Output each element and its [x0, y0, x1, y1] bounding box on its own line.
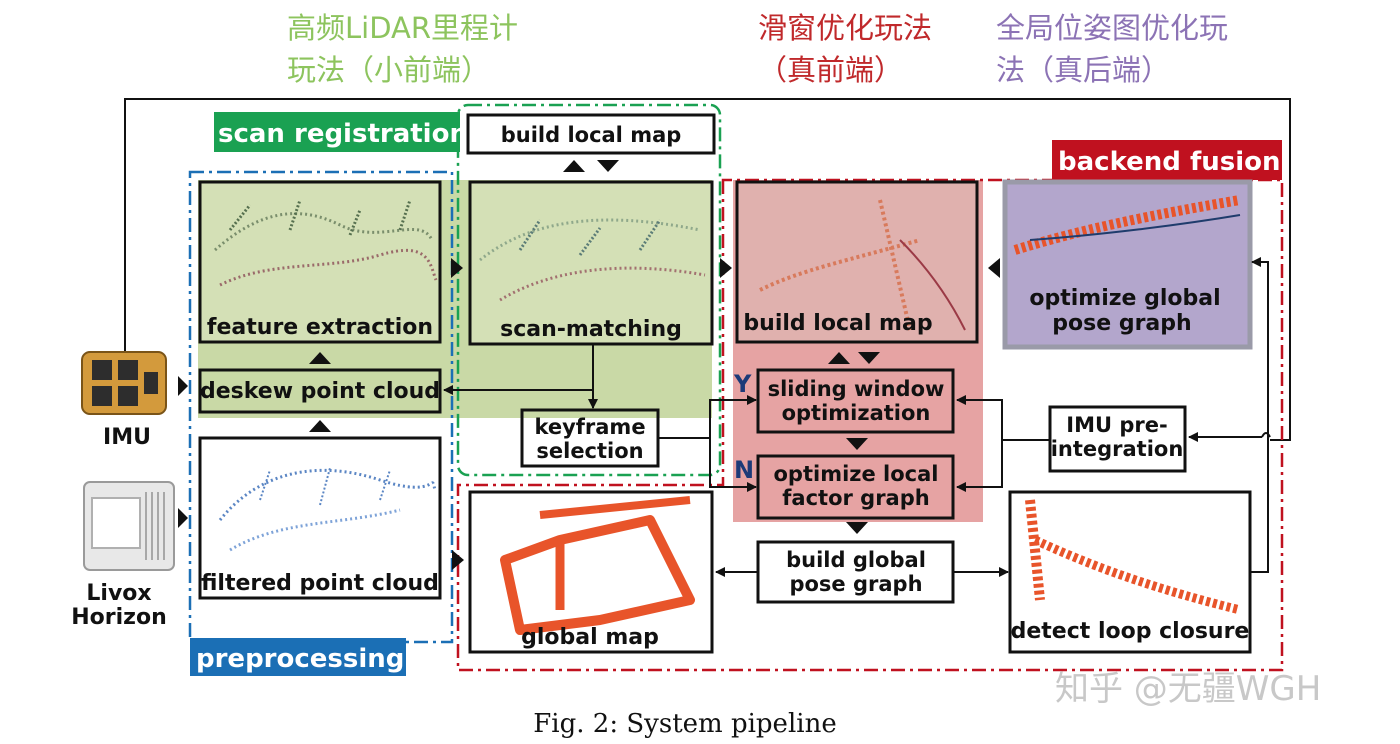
imu-to-local-arrow [956, 440, 1003, 492]
sliding-to-local-triangle [846, 438, 868, 450]
sliding-window-optimization-module: sliding window optimization [756, 368, 955, 434]
deskew-point-cloud-module: deskew point cloud [198, 368, 442, 414]
figure-caption: Fig. 2: System pipeline [533, 709, 836, 739]
imu-preintegration-module: IMU pre- integration [1048, 405, 1187, 473]
annotation-frontend-true-line2: （真前端） [758, 53, 903, 87]
backend-fusion-group-border [456, 178, 1284, 672]
local-to-global-pose-triangle [846, 522, 868, 534]
svg-text:build global: build global [786, 548, 926, 572]
svg-text:deskew point cloud: deskew point cloud [200, 379, 440, 404]
svg-text:detect loop closure: detect loop closure [1011, 619, 1250, 644]
svg-text:integration: integration [1051, 437, 1184, 461]
annotation-frontend-true-line1: 滑窗优化玩法 [758, 11, 932, 45]
svg-text:pose graph: pose graph [1052, 311, 1191, 336]
local-map-image [759, 199, 966, 331]
backend-fusion-title: backend fusion [1052, 140, 1282, 180]
scan-matching-image [479, 218, 706, 302]
global-pose-image [1013, 195, 1241, 255]
filtered-to-global-map-arrowhead [452, 550, 464, 570]
preprocessing-group-border [188, 170, 454, 644]
keyframe-to-local-arrow [709, 438, 757, 492]
svg-text:keyframe: keyframe [534, 415, 645, 439]
livox-label-line2: Horizon [71, 605, 167, 630]
svg-text:IMU pre-: IMU pre- [1066, 413, 1167, 437]
svg-text:selection: selection [536, 439, 643, 463]
detect-loop-closure-module: detect loop closure [1008, 490, 1252, 654]
build-global-pose-graph-module: build global pose graph [756, 540, 955, 604]
svg-text:sliding window: sliding window [768, 377, 945, 401]
imu-input-arrowhead [178, 376, 188, 396]
imu-to-sliding-arrow [956, 395, 1050, 441]
svg-text:filtered point cloud: filtered point cloud [201, 571, 439, 596]
annotation-frontend-small: 高频LiDAR里程计 玩法（小前端） [287, 11, 518, 87]
svg-text:scan-matching: scan-matching [500, 317, 682, 342]
svg-text:optimization: optimization [782, 401, 931, 425]
build-local-map-backend-module: build local map [735, 180, 979, 344]
loop-closure-image [1025, 499, 1242, 615]
optimize-global-pose-graph-module: optimize global pose graph [1002, 179, 1253, 350]
svg-text:preprocessing: preprocessing [196, 644, 404, 674]
annotation-frontend-small-line1: 高频LiDAR里程计 [287, 11, 518, 45]
local-map-down-triangle [858, 352, 880, 364]
preprocessing-title: preprocessing [190, 638, 406, 676]
svg-text:build local map: build local map [501, 123, 682, 147]
deskew-to-feature-arrowhead [309, 352, 331, 364]
annotation-backend-true-line1: 全局位姿图优化玩 [996, 11, 1228, 45]
outer-to-imu-arrow [1189, 433, 1271, 437]
svg-text:backend fusion: backend fusion [1058, 147, 1281, 177]
svg-text:feature extraction: feature extraction [207, 315, 433, 340]
outer-feedback-line [124, 98, 1291, 441]
svg-text:optimize local: optimize local [774, 462, 939, 486]
filtered-pointcloud-image [218, 467, 437, 552]
annotation-backend-true-line2: 法（真后端） [996, 53, 1170, 87]
triangle-up [563, 160, 585, 172]
feature-to-scan-arrowhead [451, 258, 463, 278]
annotation-backend-true: 全局位姿图优化玩 法（真后端） [996, 11, 1228, 87]
livox-input-arrowhead [178, 508, 188, 528]
global-map-module: global map [468, 490, 714, 654]
livox-label-line1: Livox [86, 581, 151, 606]
feature-extraction-module: feature extraction [198, 180, 442, 344]
scan-to-backend-arrowhead [720, 258, 732, 278]
no-branch-label: N [734, 456, 754, 484]
filtered-to-deskew-arrowhead [309, 420, 331, 432]
annotation-frontend-small-line2: 玩法（小前端） [287, 53, 490, 87]
scan-matching-module: scan-matching [468, 180, 714, 346]
svg-text:optimize global: optimize global [1029, 286, 1220, 311]
imu-sensor: IMU [81, 351, 167, 450]
scan-registration-title: scan registration [214, 112, 468, 152]
livox-sensor: Livox Horizon [71, 481, 175, 630]
svg-text:global map: global map [521, 625, 659, 650]
triangle-down [597, 160, 619, 172]
filtered-point-cloud-module: filtered point cloud [198, 436, 442, 600]
keyframe-selection-module: keyframe selection [520, 408, 660, 468]
annotation-frontend-true: 滑窗优化玩法 （真前端） [758, 11, 932, 87]
optimize-local-factor-graph-module: optimize local factor graph [756, 454, 955, 520]
yes-branch-label: Y [733, 370, 752, 398]
keyframe-to-sliding-arrow [658, 395, 757, 439]
svg-text:build local map: build local map [743, 311, 932, 336]
watermark: 知乎 @无疆WGH [1055, 669, 1321, 709]
imu-label: IMU [103, 425, 151, 450]
svg-text:scan registration: scan registration [218, 119, 468, 149]
scan-registration-group-border [456, 103, 722, 477]
local-map-up-triangle [828, 352, 850, 364]
feature-pointcloud-image [214, 199, 438, 287]
svg-text:pose graph: pose graph [789, 572, 922, 596]
global-to-local-arrowhead [988, 258, 1000, 278]
svg-text:factor graph: factor graph [782, 486, 929, 510]
build-local-map-top-module: build local map [466, 113, 716, 155]
global-map-image [500, 496, 695, 635]
loop-to-global-arrow [1250, 257, 1269, 573]
